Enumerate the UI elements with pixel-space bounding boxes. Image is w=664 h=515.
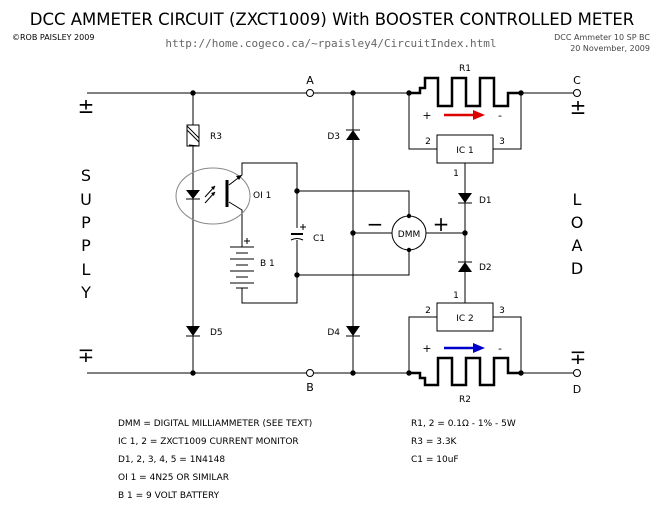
load-label: L O A D bbox=[571, 190, 584, 278]
load-plus-minus: ± bbox=[570, 95, 587, 119]
ic2-pin3: 3 bbox=[499, 306, 505, 316]
ic1-pin2: 2 bbox=[425, 137, 431, 147]
label-d: D bbox=[573, 383, 581, 396]
svg-text:B 1 = 9 VOLT BATTERY: B 1 = 9 VOLT BATTERY bbox=[118, 491, 220, 501]
label-b1: B 1 bbox=[260, 259, 275, 269]
url: http://home.cogeco.ca/~rpaisley4/Circuit… bbox=[165, 37, 496, 50]
supply-label: S U P P L Y bbox=[80, 166, 92, 302]
ic2-pin2: 2 bbox=[425, 306, 431, 316]
svg-text:L: L bbox=[573, 190, 582, 209]
terminal-c bbox=[573, 89, 581, 97]
terminal-b bbox=[306, 369, 314, 377]
terminal-d bbox=[573, 369, 581, 377]
resistor-r2 bbox=[409, 356, 521, 387]
junction-dots bbox=[190, 90, 524, 376]
diode-d1 bbox=[458, 193, 472, 204]
label-d4: D4 bbox=[327, 328, 340, 338]
label-d3: D3 bbox=[327, 132, 340, 142]
supply-minus-plus: ∓ bbox=[78, 343, 95, 367]
label-dmm: DMM bbox=[398, 230, 420, 240]
parts-notes-right: R1, 2 = 0.1Ω - 1% - 5W R3 = 3.3K C1 = 10… bbox=[411, 419, 516, 465]
title: DCC AMMETER CIRCUIT (ZXCT1009) With BOOS… bbox=[30, 10, 635, 29]
ic1-pin1: 1 bbox=[453, 169, 459, 179]
ic1 bbox=[436, 134, 494, 164]
label-c1: C1 bbox=[313, 234, 325, 244]
ic2-pin1: 1 bbox=[453, 291, 459, 301]
resistor-r3 bbox=[186, 124, 200, 147]
label-ic1: IC 1 bbox=[456, 146, 474, 156]
svg-text:L: L bbox=[82, 260, 91, 279]
svg-text:DMM = DIGITAL MILLIAMMETER (SE: DMM = DIGITAL MILLIAMMETER (SEE TEXT) bbox=[118, 419, 312, 429]
copyright: ©ROB PAISLEY 2009 bbox=[12, 33, 94, 42]
svg-text:IC 1, 2 = ZXCT1009 CURRENT MON: IC 1, 2 = ZXCT1009 CURRENT MONITOR bbox=[118, 437, 299, 447]
r2-plus: + bbox=[422, 342, 431, 355]
r2-minus: - bbox=[498, 342, 502, 355]
svg-text:D1, 2, 3, 4, 5 = 1N4148: D1, 2, 3, 4, 5 = 1N4148 bbox=[118, 455, 225, 465]
battery-b1 bbox=[230, 238, 254, 289]
dmm-minus: − bbox=[367, 212, 384, 236]
label-a: A bbox=[306, 74, 314, 87]
diode-d3 bbox=[346, 129, 360, 140]
capacitor-c1 bbox=[290, 224, 306, 241]
label-r3: R3 bbox=[210, 132, 222, 142]
optocoupler-oi1 bbox=[175, 167, 251, 225]
label-d5: D5 bbox=[210, 328, 223, 338]
r1-plus: + bbox=[422, 109, 431, 122]
ic2 bbox=[436, 302, 494, 332]
svg-text:A: A bbox=[572, 236, 583, 255]
diode-d4 bbox=[346, 326, 360, 337]
diode-d2 bbox=[458, 261, 472, 272]
svg-text:O: O bbox=[571, 213, 584, 232]
label-r1: R1 bbox=[459, 64, 471, 74]
svg-text:U: U bbox=[80, 190, 92, 209]
svg-text:P: P bbox=[81, 213, 91, 232]
svg-text:P: P bbox=[81, 236, 91, 255]
svg-text:OI 1 = 4N25 OR SIMILAR: OI 1 = 4N25 OR SIMILAR bbox=[118, 473, 229, 483]
ic1-pin3: 3 bbox=[499, 137, 505, 147]
load-minus-plus: ∓ bbox=[570, 345, 587, 369]
supply-plus-minus: ± bbox=[78, 94, 95, 118]
doc-id: DCC Ammeter 10 SP BC bbox=[554, 33, 650, 42]
r1-current-arrow bbox=[444, 110, 485, 120]
label-ic2: IC 2 bbox=[456, 314, 474, 324]
label-c: C bbox=[573, 74, 581, 87]
svg-text:D: D bbox=[571, 259, 583, 278]
r1-minus: - bbox=[498, 109, 502, 122]
dmm-plus: + bbox=[433, 212, 450, 236]
r2-current-arrow bbox=[444, 343, 485, 353]
label-b: B bbox=[306, 381, 314, 394]
led-icon bbox=[186, 190, 200, 199]
label-oi1: OI 1 bbox=[253, 191, 271, 201]
diode-d5 bbox=[186, 326, 200, 337]
dmm-meter bbox=[391, 215, 427, 251]
svg-text:C1 = 10uF: C1 = 10uF bbox=[411, 455, 459, 465]
terminal-a bbox=[306, 89, 314, 97]
terminals bbox=[306, 89, 581, 377]
resistor-r1 bbox=[409, 76, 521, 108]
svg-text:Y: Y bbox=[80, 283, 91, 302]
label-d1: D1 bbox=[479, 196, 492, 206]
svg-text:R3 = 3.3K: R3 = 3.3K bbox=[411, 437, 458, 447]
label-r2: R2 bbox=[459, 395, 471, 405]
parts-notes-left: DMM = DIGITAL MILLIAMMETER (SEE TEXT) IC… bbox=[118, 419, 312, 501]
svg-text:S: S bbox=[81, 166, 91, 185]
date: 20 November, 2009 bbox=[570, 44, 650, 53]
svg-text:R1, 2 = 0.1Ω - 1% - 5W: R1, 2 = 0.1Ω - 1% - 5W bbox=[411, 419, 516, 429]
label-d2: D2 bbox=[479, 263, 492, 273]
